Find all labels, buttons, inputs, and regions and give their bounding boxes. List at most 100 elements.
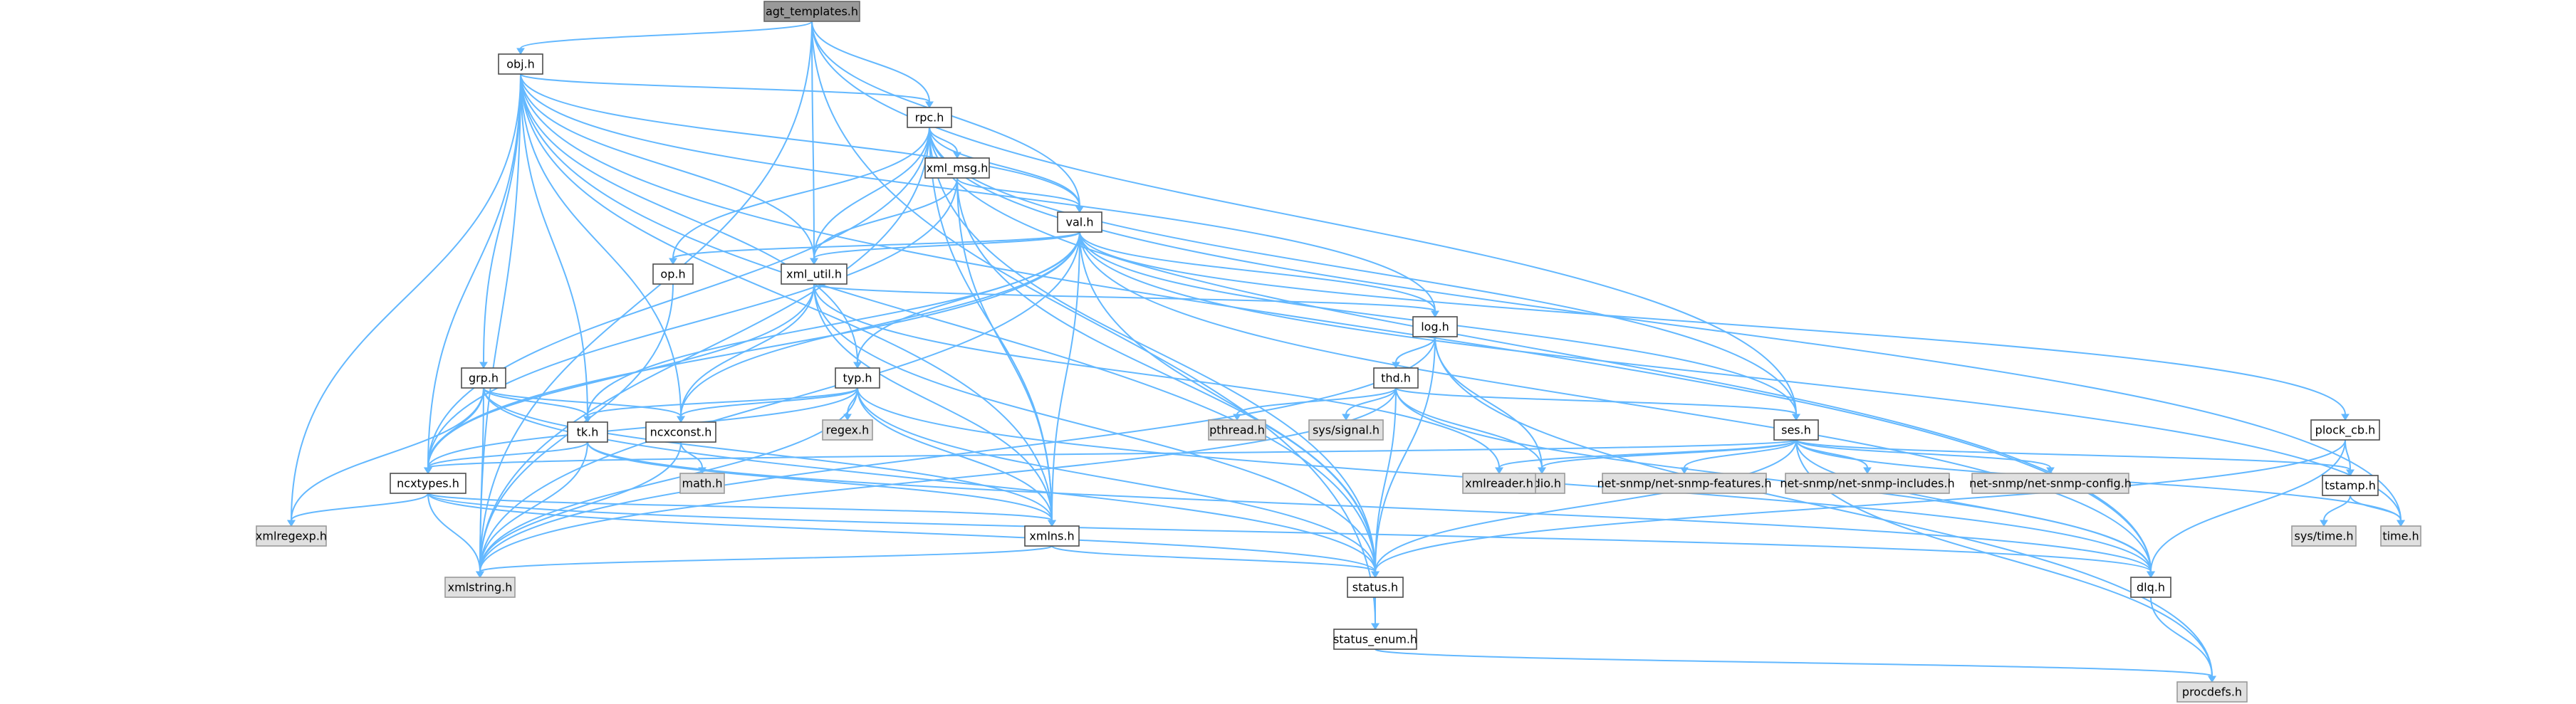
node-box [2176, 681, 2248, 703]
edge-agt_templates_h-to-rpc_h [811, 21, 930, 103]
node-typ-h[interactable]: typ.h [835, 367, 880, 389]
node-label: typ.h [843, 372, 872, 385]
node-label: log.h [1421, 320, 1449, 334]
node-box [256, 525, 327, 547]
edge-layer [287, 21, 2405, 683]
node-box [924, 157, 990, 179]
node-tstamp-h[interactable]: tstamp.h [2322, 475, 2379, 496]
node-box [781, 263, 848, 285]
arrowhead-obj_h-to-grp_h [479, 362, 488, 369]
arrowhead-typ_h-to-regex_h [843, 414, 852, 421]
arrowhead-ncxtypes_h-to-dlq_h [2147, 571, 2155, 578]
edge-ses_h-to-dlq_h [1795, 439, 2152, 572]
node-box [822, 419, 873, 441]
edge-agt_templates_h-to-xmlstring_h [479, 21, 813, 572]
edge-grp_h-to-ncxconst_h [483, 387, 682, 417]
arrowhead-ses_h-to-netsnmp_includes_h [1863, 467, 1872, 474]
arrowhead-thd_h-to-sys_signal_h [1342, 414, 1350, 421]
node-xmlns-h[interactable]: xmlns.h [1024, 525, 1080, 547]
edge-agt_templates_h-to-ses_h [811, 21, 1797, 415]
node-val-h[interactable]: val.h [1057, 211, 1102, 233]
node-layer: agt_templates.h obj.h rpc.h xml_msg.h val.h o… [256, 1, 2421, 703]
arrowhead-val_h-to-op_h [669, 258, 677, 265]
node-op-h[interactable]: op.h [652, 263, 694, 285]
edge-thd_h-to-ses_h [1395, 387, 1797, 415]
node-ncxconst-h[interactable]: ncxconst.h [645, 421, 716, 443]
node-box [645, 421, 716, 443]
edge-val_h-to-tk_h [587, 231, 1080, 417]
node-box [1308, 419, 1384, 441]
edge-log_h-to-thd_h [1395, 336, 1436, 363]
node-grp-h[interactable]: grp.h [461, 367, 506, 389]
edge-obj_h-to-rpc_h [520, 73, 930, 103]
arrowhead-ses_h-to-ncxtypes_h [424, 467, 432, 474]
edge-ses_h-to-status_h [1375, 439, 1797, 572]
node-status-h[interactable]: status.h [1347, 577, 1404, 598]
node-obj-h[interactable]: obj.h [498, 53, 543, 75]
node-box [2310, 419, 2380, 441]
edge-dlq_h-to-procdefs_h [2150, 597, 2213, 677]
edge-xmlns_h-to-status_h [1051, 545, 1376, 572]
node-xmlstring-h: xmlstring.h [444, 577, 516, 598]
node-label: ncxtypes.h [397, 477, 459, 490]
edge-typ_h-to-xmlns_h [857, 387, 1053, 521]
node-label: procdefs.h [2182, 685, 2242, 699]
edge-thd_h-to-sys_signal_h [1345, 387, 1397, 415]
node-box [567, 421, 608, 443]
edge-log_h-to-status_h [1375, 336, 1436, 572]
arrowhead-typ_h-to-ncxconst_h [677, 416, 685, 423]
edge-xml_util_h-to-ncxtypes_h [427, 283, 815, 468]
node-thd-h[interactable]: thd.h [1373, 367, 1419, 389]
node-label: agt_templates.h [766, 5, 858, 19]
node-xml-util-h[interactable]: xml_util.h [781, 263, 848, 285]
node-box [2130, 577, 2171, 598]
node-box [1971, 473, 2129, 494]
edge-tk_h-to-ncxtypes_h [427, 441, 588, 468]
edge-ncxtypes_h-to-dlq_h [427, 493, 2152, 572]
node-box [461, 367, 506, 389]
edge-obj_h-to-ncxtypes_h [427, 73, 521, 468]
node-time-h: time.h [2380, 525, 2421, 547]
node-label: xml_util.h [786, 268, 842, 282]
node-box [1373, 367, 1419, 389]
node-status-enum-h[interactable]: status_enum.h [1333, 629, 1417, 650]
node-ses-h[interactable]: ses.h [1773, 419, 1819, 441]
node-label: xml_msg.h [927, 162, 989, 176]
arrowhead-log_h-to-thd_h [1392, 362, 1400, 369]
node-log-h[interactable]: log.h [1412, 316, 1458, 337]
node-tk-h[interactable]: tk.h [567, 421, 608, 443]
node-xml-msg-h[interactable]: xml_msg.h [924, 157, 990, 179]
node-box [390, 473, 466, 494]
edge-val_h-to-ncxconst_h [680, 231, 1080, 417]
node-dlq-h[interactable]: dlq.h [2130, 577, 2171, 598]
edge-val_h-to-log_h [1079, 231, 1436, 312]
node-netsnmp-features-h: net-snmp/net-snmp-features.h [1597, 473, 1772, 494]
arrowhead-ncxtypes_h-to-xmlns_h [1048, 520, 1056, 527]
node-regex-h: regex.h [822, 419, 873, 441]
edge-tk_h-to-xmlns_h [587, 441, 1053, 521]
arrowhead-ses_h-to-stdio_h [1538, 467, 1546, 474]
node-rpc-h[interactable]: rpc.h [907, 107, 952, 128]
node-ncxtypes-h[interactable]: ncxtypes.h [390, 473, 466, 494]
edge-xml_util_h-to-log_h [813, 283, 1436, 312]
edge-obj_h-to-xml_util_h [520, 73, 815, 259]
edge-typ_h-to-ncxconst_h [680, 387, 858, 417]
edge-ncxconst_h-to-math_h [680, 441, 703, 468]
node-box [1057, 211, 1102, 233]
node-box [763, 1, 860, 22]
node-label: pthread.h [1209, 424, 1265, 437]
edge-rpc_h-to-status_h [929, 127, 1376, 572]
node-plock-cb-h[interactable]: plock_cb.h [2310, 419, 2380, 441]
edge-xml_util_h-to-xmlns_h [813, 283, 1053, 521]
node-label: val.h [1066, 216, 1094, 229]
edge-tk_h-to-dlq_h [587, 441, 2152, 572]
node-sys-signal-h: sys/signal.h [1308, 419, 1384, 441]
node-label: xmlns.h [1029, 530, 1074, 543]
node-box [1347, 577, 1404, 598]
node-label: rpc.h [915, 111, 944, 125]
edge-ncxtypes_h-to-xmlns_h [427, 493, 1053, 521]
edge-grp_h-to-status_h [483, 387, 1376, 572]
arrowhead-dlq_h-to-procdefs_h [2208, 676, 2216, 683]
node-box [1333, 629, 1417, 650]
